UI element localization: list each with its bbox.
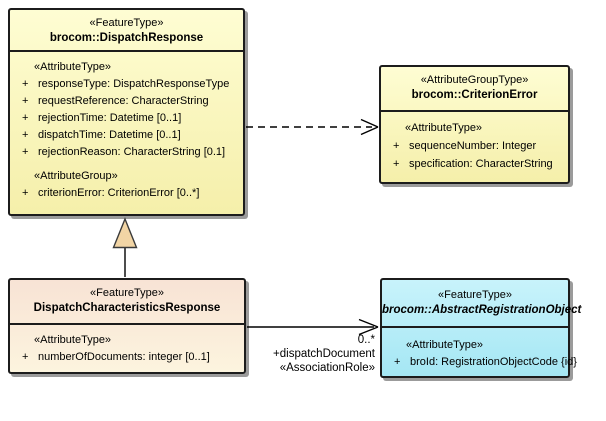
visibility-marker: + (393, 158, 400, 170)
attribute-row: + specification: CharacterString (385, 155, 564, 173)
attribute-row: + broId: RegistrationObjectCode {id} (386, 354, 577, 371)
class-stereotype: «AttributeGroupType» (420, 74, 529, 86)
attribute-row: + rejectionTime: Datetime [0..1] (14, 110, 239, 127)
class-name: brocom::DispatchResponse (49, 32, 204, 44)
dependency-connector[interactable] (246, 118, 379, 136)
class-title-compartment: «FeatureType» brocom::DispatchResponse (10, 10, 243, 52)
attribute-text: criterionError: CriterionError [0..*] (38, 187, 200, 199)
attribute-text: broId: RegistrationObjectCode {id} (410, 356, 577, 368)
class-name: DispatchCharacteristicsResponse (33, 302, 221, 314)
attribute-text: dispatchTime: Datetime [0..1] (38, 129, 181, 141)
attribute-row: + sequenceNumber: Integer (385, 137, 564, 155)
class-title-compartment: «FeatureType» brocom::AbstractRegistrati… (382, 280, 582, 328)
generalization-connector[interactable] (112, 217, 138, 277)
attribute-row: + criterionError: CriterionError [0..*] (14, 185, 239, 202)
visibility-marker: + (22, 95, 29, 107)
attribute-row: + responseType: DispatchResponseType (14, 76, 239, 93)
attribute-group-stereotype: «AttributeGroup» (34, 170, 118, 182)
visibility-marker: + (22, 146, 29, 158)
class-stereotype: «FeatureType» (89, 17, 164, 29)
attribute-row: + requestReference: CharacterString (14, 93, 239, 110)
attribute-text: rejectionReason: CharacterString [0.1] (38, 146, 226, 158)
attribute-compartment: «AttributeType» + sequenceNumber: Intege… (381, 112, 568, 177)
class-title-compartment: «FeatureType» DispatchCharacteristicsRes… (10, 280, 244, 325)
attribute-text: numberOfDocuments: integer [0..1] (38, 351, 210, 363)
attribute-row: + rejectionReason: CharacterString [0.1] (14, 144, 239, 161)
class-box-abstract-registration-object[interactable]: «FeatureType» brocom::AbstractRegistrati… (380, 278, 582, 378)
visibility-marker: + (22, 112, 29, 124)
association-stereotype-label: «AssociationRole» (279, 362, 375, 374)
generalization-triangle-icon (112, 217, 138, 249)
visibility-marker: + (22, 129, 29, 141)
visibility-marker: + (393, 140, 400, 152)
attribute-text: requestReference: CharacterString (38, 95, 209, 107)
class-name: brocom::CriterionError (411, 89, 538, 101)
attribute-compartment: «AttributeType» + numberOfDocuments: int… (10, 325, 244, 370)
attribute-row: + numberOfDocuments: integer [0..1] (14, 349, 240, 366)
attribute-group-stereotype: «AttributeType» (34, 334, 112, 346)
attribute-text: sequenceNumber: Integer (409, 140, 537, 152)
class-box-dispatch-response[interactable]: «FeatureType» brocom::DispatchResponse «… (8, 8, 245, 216)
attribute-text: rejectionTime: Datetime [0..1] (38, 112, 182, 124)
class-stereotype: «FeatureType» (90, 287, 164, 299)
visibility-marker: + (22, 187, 29, 199)
attribute-text: responseType: DispatchResponseType (38, 78, 230, 90)
association-multiplicity-label: 0..* (357, 334, 375, 346)
visibility-marker: + (394, 356, 401, 368)
dependency-arrowhead-icon (360, 118, 379, 136)
attribute-compartment: «AttributeType» + responseType: Dispatch… (10, 52, 243, 206)
attribute-row: + dispatchTime: Datetime [0..1] (14, 127, 239, 144)
attribute-group-stereotype: «AttributeType» (405, 122, 483, 134)
class-stereotype: «FeatureType» (438, 289, 512, 301)
attribute-text: specification: CharacterString (409, 158, 553, 170)
class-title-compartment: «AttributeGroupType» brocom::CriterionEr… (381, 67, 568, 112)
attribute-compartment: «AttributeType» + broId: RegistrationObj… (382, 328, 577, 375)
association-role-label: +dispatchDocument (273, 348, 375, 360)
class-box-dispatch-characteristics-response[interactable]: «FeatureType» DispatchCharacteristicsRes… (8, 278, 246, 374)
visibility-marker: + (22, 351, 29, 363)
association-connector[interactable] (247, 318, 379, 336)
visibility-marker: + (22, 78, 29, 90)
class-box-criterion-error[interactable]: «AttributeGroupType» brocom::CriterionEr… (379, 65, 570, 184)
attribute-group-stereotype: «AttributeType» (406, 339, 484, 351)
association-arrowhead-icon (358, 318, 379, 336)
class-name: brocom::AbstractRegistrationObject (382, 304, 582, 316)
attribute-group-stereotype: «AttributeType» (34, 61, 112, 73)
